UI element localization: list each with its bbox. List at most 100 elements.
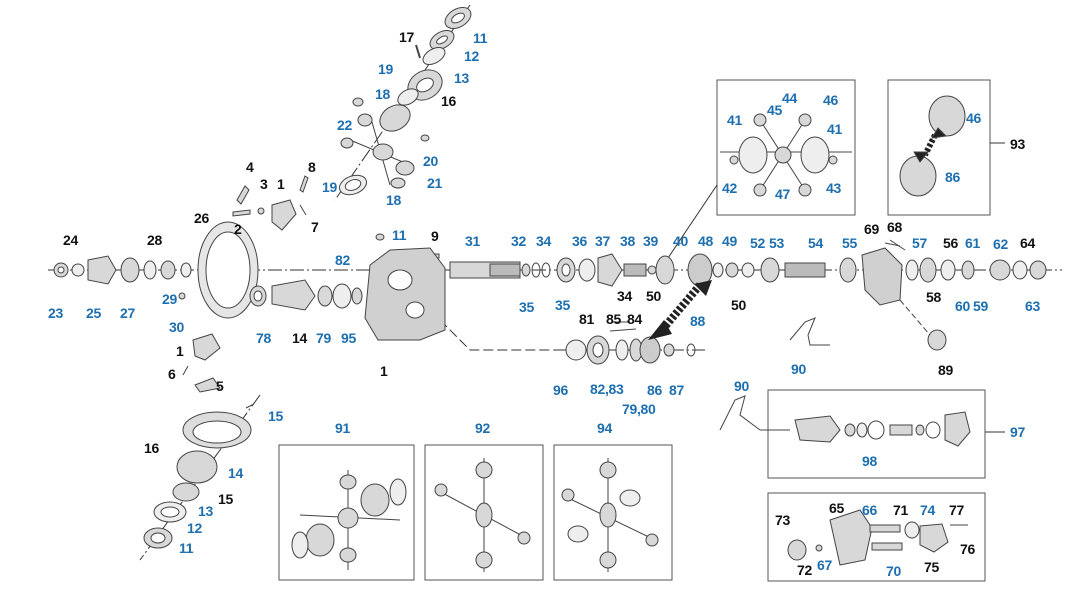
part-label-11: 11 <box>179 540 194 556</box>
part-label-74: 74 <box>920 502 935 518</box>
part-label-1: 1 <box>277 176 285 192</box>
part-label-49: 49 <box>722 233 737 249</box>
center-shaft-parts <box>449 253 857 365</box>
part-label-90: 90 <box>791 361 806 377</box>
part-label-93: 93 <box>1010 136 1025 152</box>
part-label-4: 4 <box>246 159 254 175</box>
part-label-57: 57 <box>912 235 927 251</box>
part-label-82: 82 <box>335 252 350 268</box>
part-label-13: 13 <box>198 503 213 519</box>
part-label-84: 84 <box>627 311 642 327</box>
part-label-1: 1 <box>176 343 184 359</box>
part-label-29: 29 <box>162 291 177 307</box>
part-label-59: 59 <box>973 298 988 314</box>
part-label-19: 19 <box>322 179 337 195</box>
part-label-65: 65 <box>829 500 844 516</box>
part-label-28: 28 <box>147 232 162 248</box>
part-label-46: 46 <box>823 92 838 108</box>
part-label-8: 8 <box>308 159 316 175</box>
part-label-12: 12 <box>464 48 479 64</box>
part-label-14: 14 <box>228 465 243 481</box>
part-label-11: 11 <box>392 227 407 243</box>
part-label-35: 35 <box>519 299 534 315</box>
part-label-7: 7 <box>311 219 319 235</box>
part-label-58: 58 <box>926 289 941 305</box>
part-label-67: 67 <box>817 557 832 573</box>
part-label-78: 78 <box>256 330 271 346</box>
part-label-95: 95 <box>341 330 356 346</box>
part-label-66: 66 <box>862 502 877 518</box>
part-label-87: 87 <box>669 382 684 398</box>
part-label-15: 15 <box>218 491 233 507</box>
part-label-90: 90 <box>734 378 749 394</box>
part-label-2: 2 <box>234 221 242 237</box>
part-label-86: 86 <box>945 169 960 185</box>
part-label-86: 86 <box>647 382 662 398</box>
spider-detail-91 <box>291 470 407 570</box>
part-label-35: 35 <box>555 297 570 313</box>
part-label-75: 75 <box>924 559 939 575</box>
part-label-60: 60 <box>955 298 970 314</box>
part-label-34: 34 <box>536 233 551 249</box>
part-label-17: 17 <box>399 29 414 45</box>
upper-carrier-parts <box>338 7 472 196</box>
part-label-5: 5 <box>216 378 224 394</box>
part-label-43: 43 <box>826 180 841 196</box>
part-label-26: 26 <box>194 210 209 226</box>
part-label-22: 22 <box>337 117 352 133</box>
part-label-73: 73 <box>775 512 790 528</box>
part-label-69: 69 <box>864 221 879 237</box>
part-label-72: 72 <box>797 562 812 578</box>
part-label-45: 45 <box>767 102 782 118</box>
part-label-62: 62 <box>993 236 1008 252</box>
part-label-41: 41 <box>827 121 842 137</box>
leader-box-40 <box>667 184 718 259</box>
part-label-42: 42 <box>722 180 737 196</box>
part-label-25: 25 <box>86 305 101 321</box>
part-label-44: 44 <box>782 90 797 106</box>
part-label-98: 98 <box>862 453 877 469</box>
part-label-37: 37 <box>595 233 610 249</box>
part-label-32: 32 <box>511 233 526 249</box>
spider-detail-92 <box>434 458 531 572</box>
part-label-18: 18 <box>375 86 390 102</box>
part-label-97: 97 <box>1010 424 1025 440</box>
part-label-6: 6 <box>168 366 176 382</box>
part-label-88: 88 <box>690 313 705 329</box>
left-housing-parts <box>53 175 446 549</box>
part-label-56: 56 <box>943 235 958 251</box>
part-label-23: 23 <box>48 305 63 321</box>
part-label-21: 21 <box>427 175 442 191</box>
differential-detail-parts <box>720 113 852 197</box>
part-label-40: 40 <box>673 233 688 249</box>
part-label-81: 81 <box>579 311 594 327</box>
part-label-53: 53 <box>769 235 784 251</box>
part-label-34: 34 <box>617 288 632 304</box>
part-label-16: 16 <box>441 93 456 109</box>
part-label-14: 14 <box>292 330 307 346</box>
mesh-arrow <box>648 280 712 340</box>
part-label-54: 54 <box>808 235 823 251</box>
part-label-91: 91 <box>335 420 350 436</box>
part-label-24: 24 <box>63 232 78 248</box>
part-label-85: 85 <box>606 311 621 327</box>
gear-pair-detail <box>899 95 966 197</box>
part-label-30: 30 <box>169 319 184 335</box>
part-label-50: 50 <box>646 288 661 304</box>
part-label-27: 27 <box>120 305 135 321</box>
part-label-61: 61 <box>965 235 980 251</box>
part-label-89: 89 <box>938 362 953 378</box>
part-label-11: 11 <box>473 30 488 46</box>
part-label-19: 19 <box>378 61 393 77</box>
part-label-36: 36 <box>572 233 587 249</box>
part-label-79: 79 <box>316 330 331 346</box>
part-label-46: 46 <box>966 110 981 126</box>
part-label-96: 96 <box>553 382 568 398</box>
part-label-38: 38 <box>620 233 635 249</box>
part-label-48: 48 <box>698 233 713 249</box>
shift-fork-detail-97 <box>719 395 971 447</box>
pump-detail-65-77 <box>787 509 968 566</box>
part-label-77: 77 <box>949 502 964 518</box>
part-label-12: 12 <box>187 520 202 536</box>
